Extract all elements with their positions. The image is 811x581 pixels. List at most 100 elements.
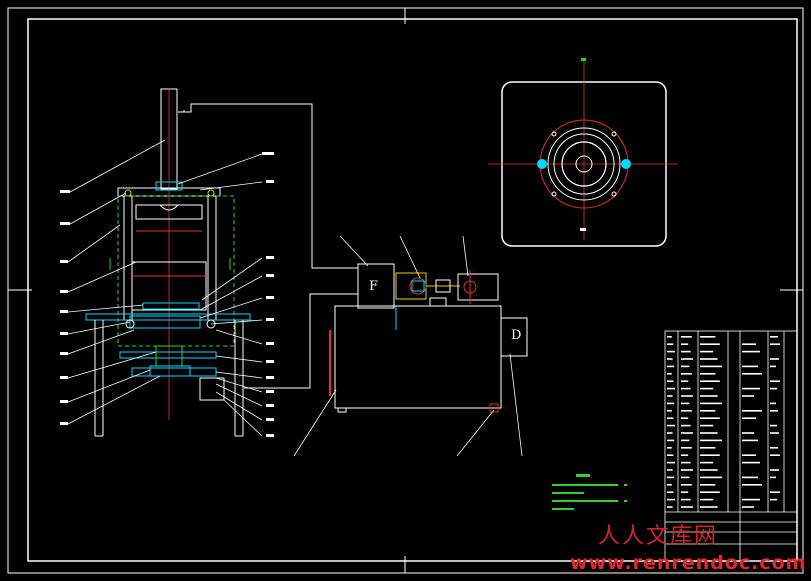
leader-lines-left: [67, 139, 263, 437]
parts-list-mark: [770, 432, 779, 434]
watermark-chinese: 人人文库网: [598, 524, 719, 549]
parts-list-mark: [742, 432, 754, 434]
box-label-d: D: [511, 328, 522, 343]
parts-list-mark: [742, 395, 754, 397]
parts-list-mark: [681, 365, 690, 368]
parts-list-mark: [667, 461, 675, 464]
parts-list-mark: [681, 484, 692, 486]
parts-list-mark: [742, 476, 758, 479]
parts-list-mark: [681, 498, 691, 501]
parts-list-mark: [700, 387, 714, 390]
parts-list-mark: [770, 387, 777, 390]
parts-list-mark: [700, 373, 716, 375]
parts-list-mark: [667, 506, 673, 508]
parts-list-mark: [667, 350, 675, 353]
parts-list-mark: [742, 506, 754, 508]
hydraulic-pipes: [178, 103, 358, 396]
parts-list-mark: [742, 410, 762, 412]
parts-list-mark: [742, 387, 760, 390]
press-assembly: [85, 88, 251, 437]
tank-label-f: F: [369, 279, 379, 294]
parts-list-mark: [700, 410, 716, 412]
parts-list-mark: [742, 343, 756, 345]
parts-list-mark: [667, 447, 672, 449]
parts-list-mark: [700, 402, 722, 405]
top-view: [488, 58, 678, 247]
parts-list-mark: [667, 343, 674, 345]
parts-list-mark: [667, 491, 674, 493]
parts-list-mark: [681, 350, 691, 353]
parts-list-mark: [700, 395, 718, 397]
parts-list-mark: [700, 380, 720, 382]
watermark-url: www.renrendoc.com: [570, 552, 807, 574]
parts-list-mark: [681, 454, 689, 456]
parts-list-mark: [667, 358, 673, 360]
parts-list-mark: [667, 380, 674, 382]
title-block: [664, 330, 798, 562]
parts-list-mark: [667, 365, 675, 368]
parts-list-mark: [681, 447, 692, 449]
parts-list-mark: [681, 387, 691, 390]
parts-list-mark: [742, 417, 756, 419]
leader-tags-left: [60, 152, 274, 437]
parts-list-mark: [742, 498, 760, 501]
parts-list-mark: [700, 365, 722, 368]
outer-frame: [7, 7, 804, 574]
parts-list-mark: [700, 439, 722, 442]
parts-list-mark: [667, 395, 673, 397]
parts-list-mark: [770, 343, 780, 345]
parts-list-mark: [770, 358, 779, 360]
parts-list-mark: [770, 447, 778, 449]
parts-list-mark: [700, 469, 718, 471]
parts-list-mark: [681, 343, 689, 345]
parts-list-mark: [667, 410, 672, 412]
parts-list-mark: [700, 461, 714, 464]
parts-list-mark: [681, 358, 693, 360]
parts-list-mark: [681, 402, 690, 405]
parts-list-mark: [681, 461, 691, 464]
parts-list-mark: [770, 424, 777, 427]
parts-list-mark: [770, 410, 778, 412]
parts-list-mark: [742, 373, 762, 375]
parts-list-mark: [700, 476, 722, 479]
parts-list-mark: [667, 469, 673, 471]
parts-list-mark: [700, 447, 716, 449]
parts-list-mark: [742, 350, 760, 353]
parts-list-mark: [770, 402, 776, 405]
centering-marks: [8, 8, 803, 573]
parts-list-mark: [770, 491, 780, 493]
parts-list-mark: [667, 424, 675, 427]
parts-list-mark: [681, 336, 692, 338]
parts-list-mark: [770, 454, 780, 456]
parts-list-mark: [681, 491, 689, 493]
parts-list-mark: [770, 476, 776, 479]
parts-list-mark: [681, 395, 693, 397]
parts-list-mark: [681, 424, 691, 427]
parts-list-mark: [681, 476, 690, 479]
parts-list-mark: [700, 454, 720, 456]
parts-list-mark: [667, 498, 675, 501]
parts-list-mark: [770, 380, 780, 382]
parts-list-mark: [667, 417, 674, 419]
parts-list-mark: [667, 439, 675, 442]
parts-list-mark: [700, 498, 714, 501]
parts-list-mark: [742, 365, 758, 368]
parts-list-mark: [770, 365, 776, 368]
parts-list-mark: [667, 373, 672, 375]
parts-list-mark: [681, 373, 692, 375]
parts-list-mark: [667, 484, 672, 486]
parts-list-mark: [681, 432, 693, 434]
parts-list-mark: [742, 461, 760, 464]
parts-list-mark: [681, 439, 690, 442]
parts-list-mark: [667, 454, 674, 456]
parts-list-mark: [700, 484, 716, 486]
parts-list-mark: [667, 476, 675, 479]
parts-list-mark: [667, 432, 673, 434]
parts-list-mark: [681, 506, 693, 508]
title-block-rows: [667, 336, 780, 508]
parts-list-mark: [700, 343, 720, 345]
parts-list-mark: [742, 454, 756, 456]
parts-list-mark: [667, 336, 672, 338]
parts-list-mark: [667, 402, 675, 405]
